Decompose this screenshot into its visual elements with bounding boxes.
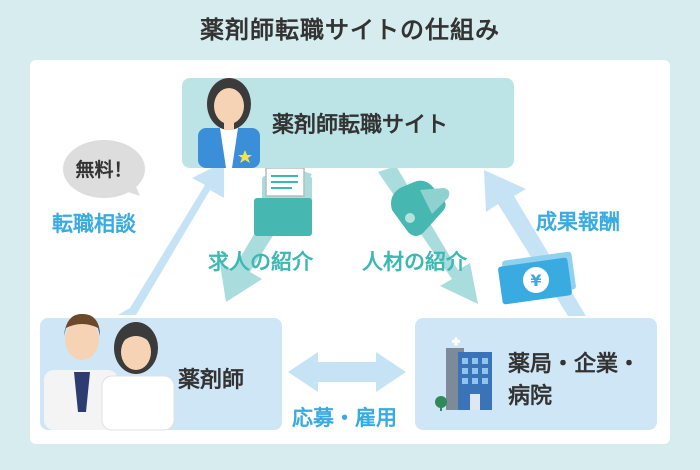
application-arrow	[288, 352, 406, 392]
folder-document-icon	[254, 167, 312, 236]
application-label: 応募・雇用	[292, 406, 397, 430]
employer-label-line2: 病院	[508, 384, 553, 409]
yen-banknote-icon: ¥	[498, 251, 576, 305]
success-fee-label: 成果報酬	[536, 210, 620, 234]
svg-text:¥: ¥	[530, 271, 541, 290]
free-bubble-text: 無料！	[75, 159, 133, 181]
consultant-woman-icon-front	[198, 78, 260, 168]
page-title: 薬剤師転職サイトの仕組み	[200, 16, 500, 44]
hospital-building-icon-front	[435, 337, 492, 411]
consultation-label: 転職相談	[52, 212, 136, 236]
handshake-icon	[391, 180, 450, 236]
transfer-site-label: 薬剤師転職サイト	[272, 113, 449, 138]
bubble-tail	[122, 182, 140, 196]
pharmacist-label: 薬剤師	[178, 368, 245, 393]
talent-intro-label: 人材の紹介	[362, 250, 467, 274]
job-intro-label: 求人の紹介	[208, 250, 313, 274]
employer-label-line1: 薬局・企業・	[508, 352, 641, 377]
doctors-couple-icon-front	[44, 314, 175, 431]
consultation-arrow	[118, 162, 224, 315]
